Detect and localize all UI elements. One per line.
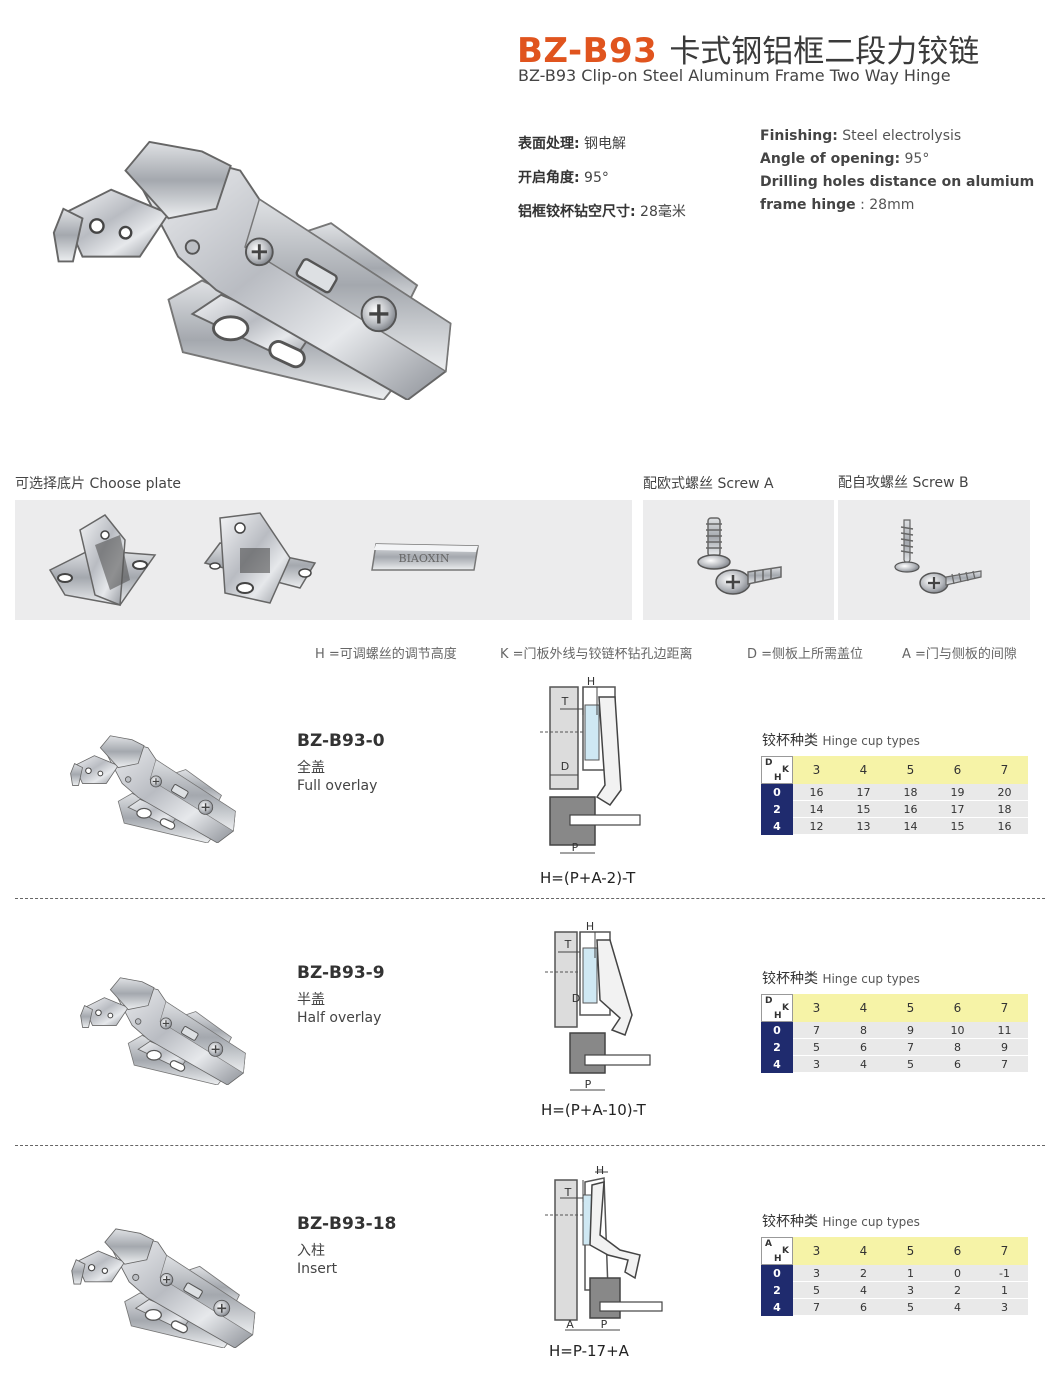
label-p: P — [601, 1318, 608, 1331]
hinge-image-18 — [55, 1198, 265, 1348]
cross-plate-image — [48, 514, 157, 607]
product-title: BZ-B93 卡式钢铝框二段力铰链 — [517, 26, 979, 71]
k-header: 5 — [887, 994, 934, 1022]
specs-cn: 表面处理: 钢电解 开启角度: 95° 铝框铰杯钻空尺寸: 28毫米 — [518, 127, 686, 229]
k-header: 5 — [887, 1237, 934, 1265]
hinge-image-0 — [45, 708, 255, 843]
self-tapping-screw-image — [894, 519, 982, 594]
choose-plate-label: 可选择底片 Choose plate — [15, 476, 182, 492]
screw-b-panel — [838, 500, 1030, 620]
specs-en: Finishing: Steel electrolysis Angle of o… — [760, 125, 1034, 217]
spec-finishing-en: Finishing: Steel electrolysis — [760, 128, 962, 144]
section-divider — [15, 898, 1045, 899]
spec-angle-cn: 开启角度: 95° — [518, 170, 609, 186]
label-p: P — [585, 1078, 592, 1091]
table-corner: A K H — [761, 1237, 793, 1265]
diagram-insert: T H A P — [545, 1164, 663, 1331]
spec-angle-en: Angle of opening: 95° — [760, 151, 930, 167]
label-t: T — [564, 938, 572, 951]
model-code: BZ-B93 — [517, 31, 658, 71]
k-header: 6 — [934, 1237, 981, 1265]
k-header: 6 — [934, 756, 981, 784]
k-header: 4 — [840, 756, 887, 784]
model-name: BZ-B93-9 — [297, 963, 385, 983]
cup-caption-0: 铰杯种类 Hinge cup types — [762, 733, 920, 749]
title-cn: 卡式钢铝框二段力铰链 — [669, 34, 980, 70]
k-header: 5 — [887, 756, 934, 784]
screw-a-label: 配欧式螺丝 Screw A — [643, 476, 774, 492]
model-type-cn: 入柱 — [297, 1243, 325, 1259]
k-header: 7 — [981, 1237, 1028, 1265]
legend-k: K =门板外线与铰链杯钻孔边距离 — [500, 647, 693, 662]
model-type-cn: 半盖 — [297, 992, 325, 1008]
model-block-0: BZ-B93-0 全盖 Full overlay — [297, 731, 385, 794]
diagram-full-overlay: T H D P — [540, 675, 641, 854]
table-corner: D K H — [761, 756, 793, 784]
main-hinge-image — [25, 75, 465, 400]
model-type-en: Full overlay — [297, 778, 378, 794]
cup-caption-9: 铰杯种类 Hinge cup types — [762, 971, 920, 987]
label-d: D — [572, 992, 580, 1005]
spec-drilling-en-2: frame hinge : 28mm — [760, 197, 915, 213]
model-block-9: BZ-B93-9 半盖 Half overlay — [297, 963, 385, 1026]
model-name: BZ-B93-0 — [297, 731, 385, 751]
linear-plate-image — [203, 512, 317, 604]
k-header: 3 — [793, 994, 840, 1022]
diagram-half-overlay: T H D P — [545, 920, 651, 1091]
formula-9: H=(P+A-10)-T — [541, 1101, 646, 1119]
k-header: 4 — [840, 994, 887, 1022]
formula-0: H=(P+A-2)-T — [540, 869, 636, 887]
spec-finishing-cn: 表面处理: 钢电解 — [518, 136, 627, 152]
table-corner: D K H — [761, 994, 793, 1022]
k-header: 3 — [793, 756, 840, 784]
screw-a-panel — [643, 500, 834, 620]
hinge-image-9 — [55, 950, 265, 1085]
k-header: 4 — [840, 1237, 887, 1265]
legend-h: H =可调螺丝的调节高度 — [315, 647, 457, 662]
spec-drilling-en: Drilling holes distance on alumium — [760, 174, 1035, 190]
plate-brand-text: BIAOXIN — [399, 552, 450, 565]
label-h: H — [596, 1164, 604, 1177]
title-en: BZ-B93 Clip-on Steel Aluminum Frame Two … — [518, 66, 951, 85]
k-header: 3 — [793, 1237, 840, 1265]
plates-panel: BIAOXIN — [15, 500, 632, 620]
label-h: H — [587, 675, 595, 688]
model-name: BZ-B93-18 — [297, 1214, 397, 1234]
label-t: T — [564, 1186, 572, 1199]
legend-a: A =门与侧板的间隙 — [902, 647, 1017, 662]
formula-18: H=P-17+A — [549, 1342, 629, 1360]
legend-d: D =侧板上所需盖位 — [747, 647, 864, 662]
cup-caption-18: 铰杯种类 Hinge cup types — [762, 1214, 920, 1230]
label-p: P — [572, 841, 579, 854]
model-type-cn: 全盖 — [297, 760, 325, 776]
k-header: 6 — [934, 994, 981, 1022]
screw-b-label: 配自攻螺丝 Screw B — [838, 475, 969, 491]
model-type-en: Insert — [297, 1261, 338, 1277]
spec-drilling-cn: 铝框铰杯钻空尺寸: 28毫米 — [518, 204, 686, 220]
k-header: 7 — [981, 994, 1028, 1022]
label-t: T — [561, 695, 569, 708]
label-a: A — [566, 1318, 574, 1331]
cover-cap-image: BIAOXIN — [371, 543, 479, 571]
label-h: H — [586, 920, 594, 933]
k-header: 7 — [981, 756, 1028, 784]
model-type-en: Half overlay — [297, 1010, 382, 1026]
label-d: D — [561, 760, 569, 773]
section-divider — [15, 1145, 1045, 1146]
model-block-18: BZ-B93-18 入柱 Insert — [297, 1214, 396, 1277]
euro-screw-image — [697, 517, 782, 595]
